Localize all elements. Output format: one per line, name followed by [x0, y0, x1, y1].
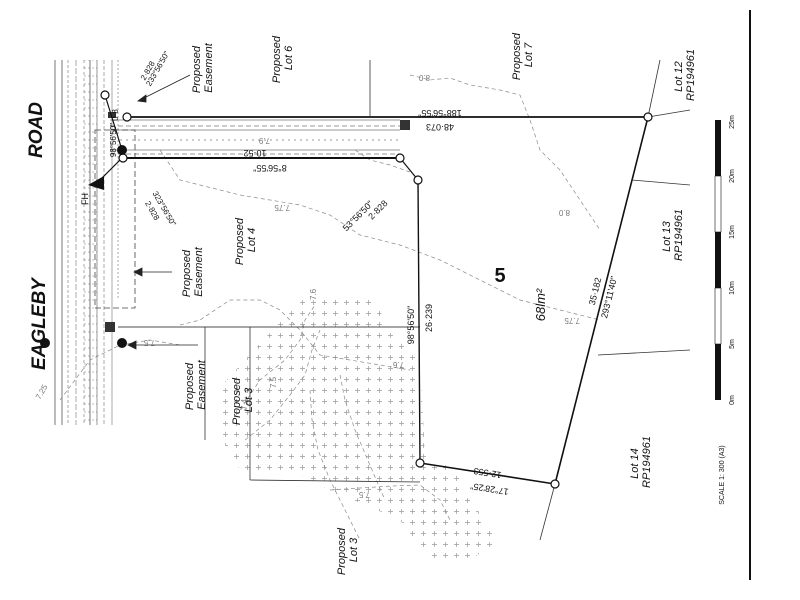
small-bearing: 98°56'50" — [109, 123, 118, 157]
scale-tick-label: 15m — [729, 225, 736, 239]
contours — [59, 74, 601, 541]
proposed-lot7-label: Proposed Lot 7 — [511, 30, 535, 80]
adjoining-boundaries — [204, 59, 691, 541]
fixed-mark — [117, 145, 127, 155]
contour-label: 8.0 — [418, 73, 430, 82]
hydrant-mark — [88, 176, 104, 190]
contour-label: 7.6 — [309, 288, 318, 300]
inner-distance: 10·52 — [243, 148, 266, 158]
proposed-lot3-label-lower: Proposed Lot 3 — [336, 525, 360, 575]
peg-mark — [550, 479, 560, 489]
scale-tick-label: 5m — [729, 339, 736, 349]
scale-caption: SCALE 1: 300 (A3) — [719, 445, 726, 505]
proposed-easement-bottom: Proposed Easement — [184, 359, 208, 410]
contour-label: 7.4 — [240, 398, 249, 410]
lot13-label: Lot 13 RP194961 — [661, 209, 685, 261]
left-boundary-distance: 26·239 — [424, 304, 434, 332]
road-label-road: ROAD — [26, 102, 47, 158]
peg-mark — [643, 112, 653, 122]
left-boundary-bearing: 98°56'50" — [406, 306, 416, 345]
service-lines — [110, 119, 400, 155]
scale-tick-label: 25m — [729, 115, 736, 129]
fixed-mark — [117, 338, 127, 348]
peg-mark — [100, 90, 110, 100]
fixed-mark — [40, 338, 50, 348]
contour-label: 7.5 — [143, 338, 155, 347]
survey-marks — [100, 90, 653, 489]
filled-marks — [40, 145, 127, 348]
service-marks — [105, 112, 410, 332]
lot-number: 5 — [494, 265, 505, 287]
scale-bar — [714, 120, 722, 400]
top-boundary-distance: 48·073 — [426, 122, 454, 132]
proposed-lot6-label: Proposed Lot 6 — [271, 33, 295, 83]
scale-tick-label: 10m — [729, 281, 736, 295]
inner-bearing: 8°56'55" — [253, 163, 287, 173]
peg-mark — [395, 153, 405, 163]
proposed-easement-mid: Proposed Easement — [181, 246, 205, 297]
contour-label: 7.6 — [392, 360, 404, 369]
contour-label: 8.0 — [558, 208, 570, 217]
contour-label: 7.75 — [564, 316, 580, 325]
fire-hydrant-label: FH — [80, 193, 90, 205]
contour-label: 7.25 — [34, 383, 50, 401]
contour-label: 7.5 — [269, 376, 278, 388]
lot14-label: Lot 14 RP194961 — [629, 436, 653, 488]
proposed-lot4-label: Proposed Lot 4 — [234, 215, 258, 265]
bottom-bearing: 17°28'25" — [470, 481, 510, 497]
proposed-easement-top: Proposed Easement — [191, 42, 215, 93]
peg-mark — [122, 112, 132, 122]
road-label-eagleby: EAGLEBY — [29, 276, 50, 370]
bottom-distance: 12·553 — [473, 466, 502, 480]
peg-mark — [118, 153, 128, 163]
top-boundary-bearing: 188°56'55" — [418, 108, 462, 118]
contour-label: 7.5 — [358, 490, 370, 499]
contour-label: 7.75 — [274, 203, 290, 212]
contour-label: 7.9 — [258, 136, 270, 145]
peg-mark — [413, 175, 423, 185]
vegetation-area — [222, 296, 500, 560]
small-distance: 0·8 — [111, 109, 120, 121]
lot-area: 68lm² — [533, 288, 548, 321]
peg-mark — [415, 458, 425, 468]
scale-tick-label: 0m — [729, 395, 736, 405]
proposed-lot3-label: Proposed Lot 3 — [231, 375, 255, 425]
road-corridor — [54, 60, 119, 425]
easement-arrows — [127, 74, 198, 350]
lot-boundaries — [99, 94, 649, 485]
lot12-label: Lot 12 RP194961 — [673, 49, 697, 101]
scale-tick-label: 20m — [729, 169, 736, 183]
